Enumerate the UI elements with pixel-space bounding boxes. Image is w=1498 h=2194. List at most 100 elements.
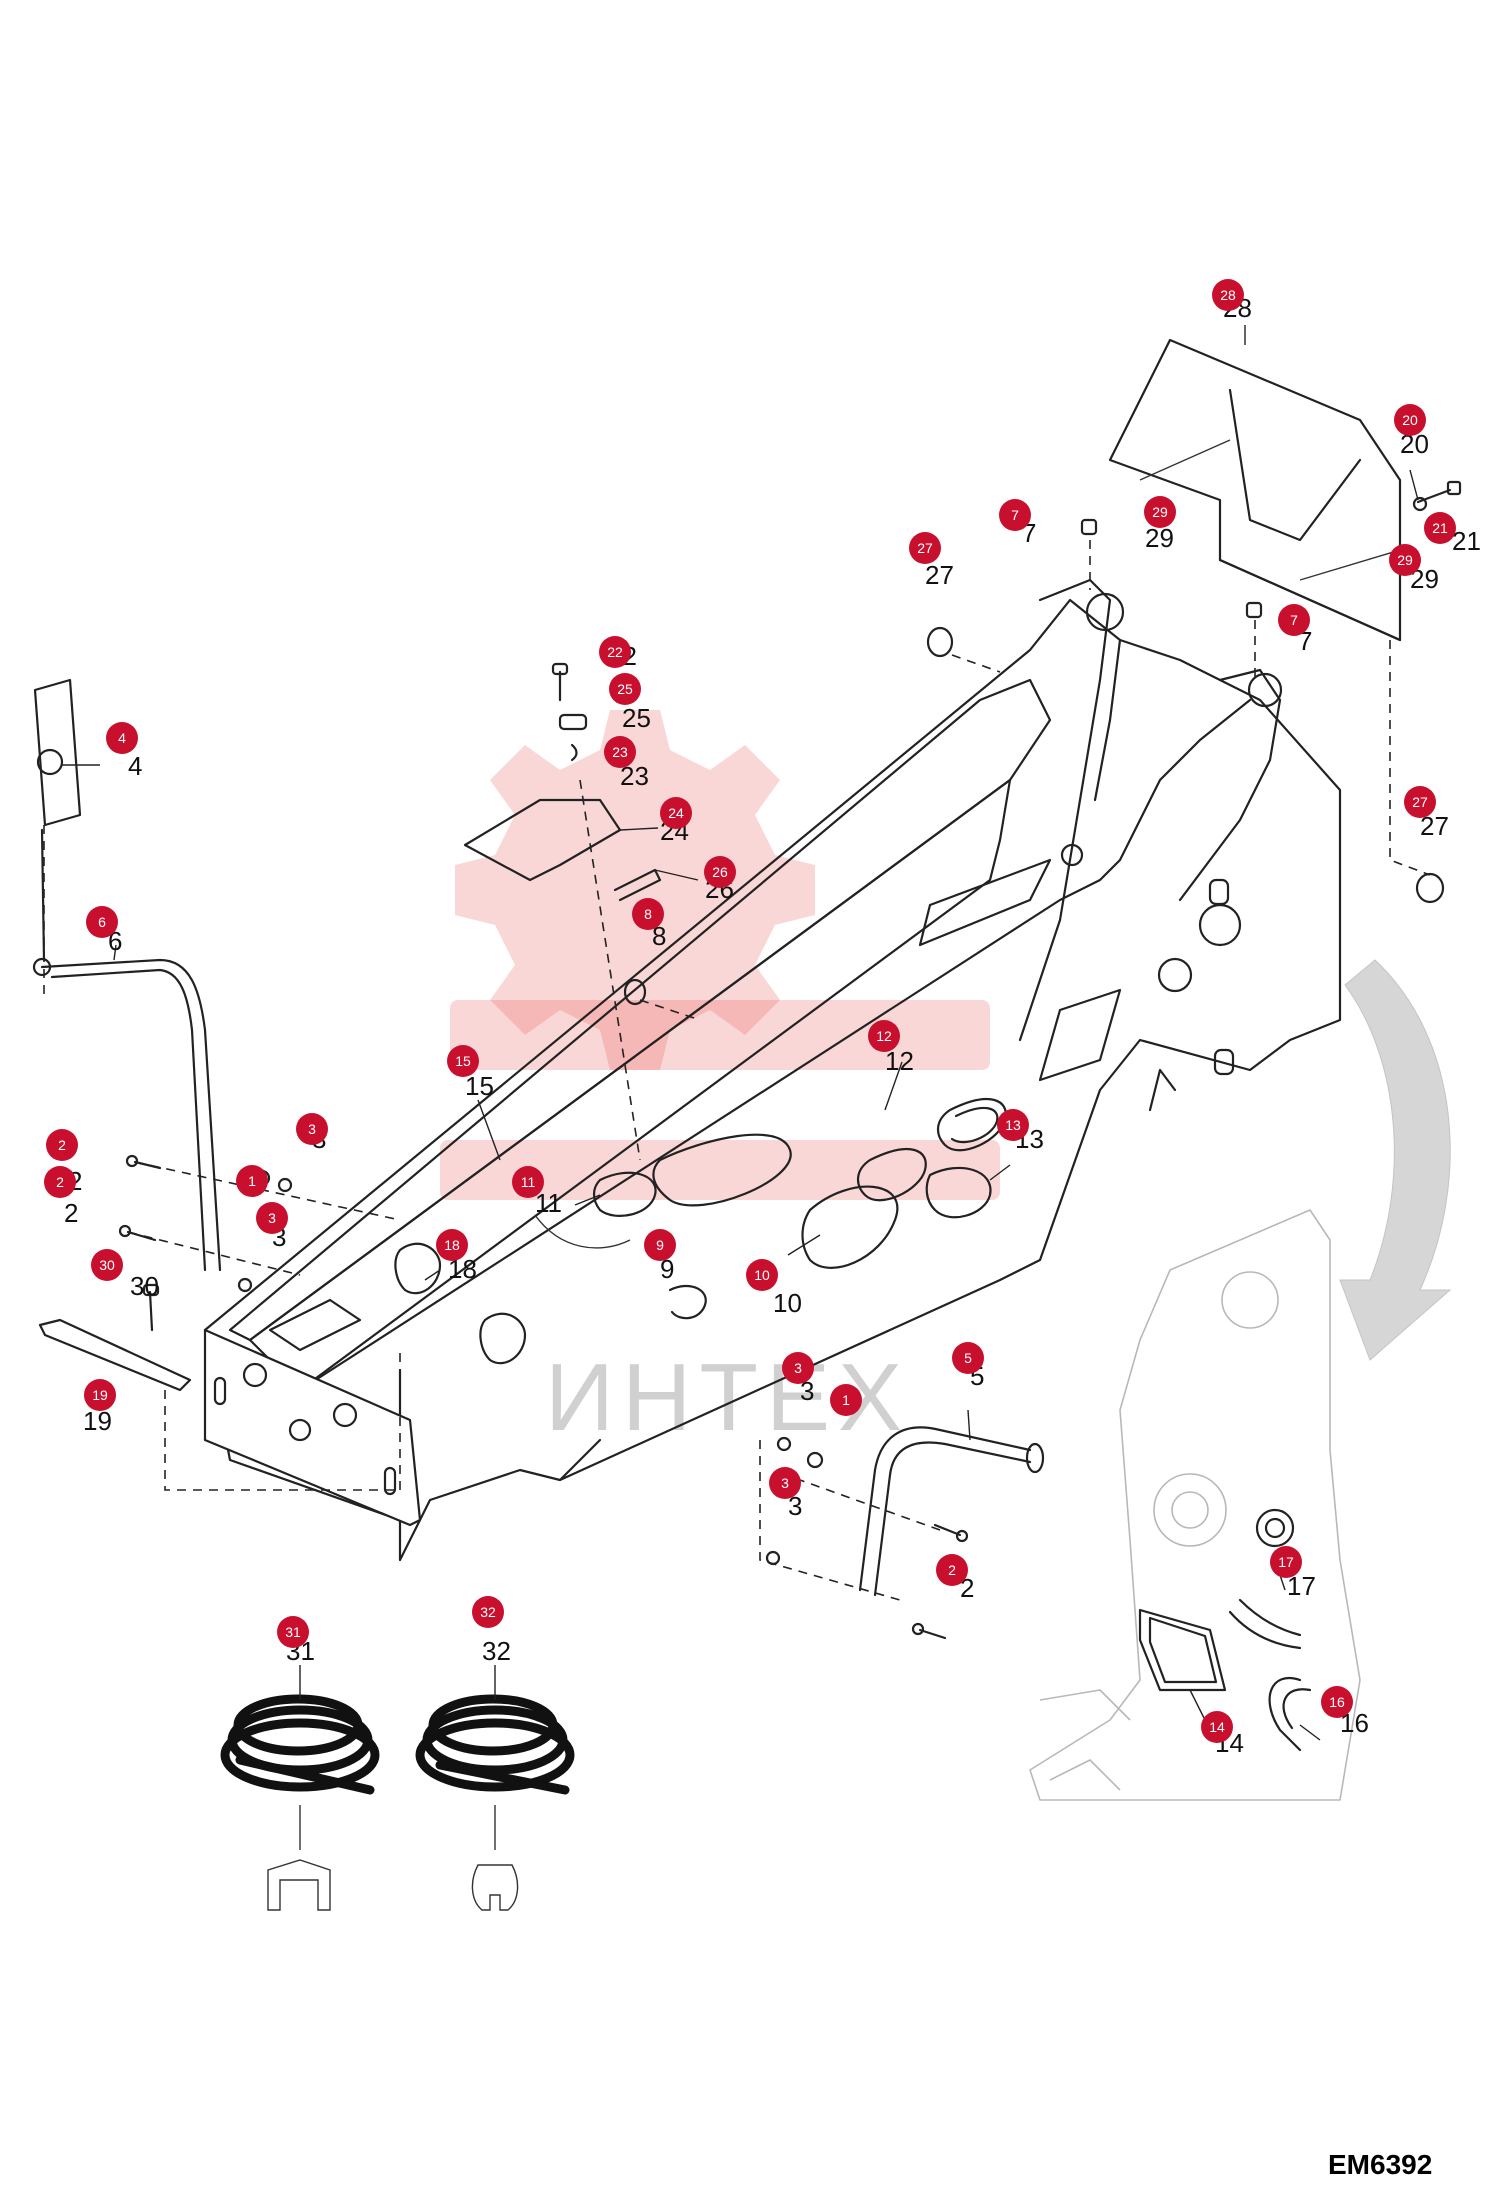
svg-text:27: 27 (1412, 794, 1428, 810)
svg-text:1: 1 (248, 1173, 256, 1189)
handle-5 (858, 1426, 1045, 1597)
bolt-30 (142, 1283, 160, 1332)
svg-text:30: 30 (99, 1257, 115, 1273)
callout-4: 44 (106, 722, 142, 781)
fasteners-right (765, 1436, 969, 1640)
svg-text:1: 1 (842, 1392, 850, 1408)
svg-text:3: 3 (794, 1360, 802, 1376)
svg-text:16: 16 (1329, 1694, 1345, 1710)
svg-text:23: 23 (612, 744, 628, 760)
clip-9 (668, 1284, 707, 1320)
svg-text:8: 8 (652, 921, 666, 951)
svg-text:3: 3 (308, 1121, 316, 1137)
svg-text:11: 11 (521, 1174, 536, 1190)
svg-text:13: 13 (1005, 1117, 1021, 1133)
svg-text:10: 10 (754, 1267, 770, 1283)
trim-roll-31 (220, 1694, 380, 1911)
callout-3c: 33 (782, 1352, 814, 1406)
seal-18 (394, 1242, 527, 1365)
nut-25 (558, 713, 588, 731)
callout-2c: 22 (936, 1554, 974, 1603)
svg-text:2: 2 (948, 1562, 956, 1578)
svg-text:32: 32 (482, 1636, 511, 1666)
bolt-22 (551, 662, 569, 702)
seal-14 (1138, 1608, 1227, 1692)
svg-text:20: 20 (1402, 412, 1418, 428)
svg-text:29: 29 (1145, 523, 1174, 553)
guard-28 (1108, 338, 1402, 642)
svg-text:30: 30 (130, 1271, 159, 1301)
front-plate (203, 1328, 422, 1527)
callout-3b: 33 (256, 1202, 288, 1252)
alignment-lines (43, 540, 1431, 1601)
svg-text:7: 7 (1290, 612, 1298, 628)
svg-text:4: 4 (128, 751, 142, 781)
svg-text:19: 19 (83, 1406, 112, 1436)
svg-text:25: 25 (622, 703, 651, 733)
svg-text:31: 31 (285, 1624, 301, 1640)
svg-text:5: 5 (964, 1350, 972, 1366)
svg-text:14: 14 (1209, 1719, 1225, 1735)
grommet-8 (623, 978, 647, 1006)
svg-text:29: 29 (1397, 552, 1413, 568)
callout-8: 88 (632, 898, 666, 951)
drawing-code: EM6392 (1328, 2149, 1432, 2180)
svg-text:6: 6 (98, 914, 106, 930)
step-19 (38, 1318, 192, 1392)
svg-text:10: 10 (773, 1288, 802, 1318)
detail-arrow (1339, 959, 1452, 1361)
screw-21 (1412, 480, 1462, 512)
svg-text:15: 15 (465, 1071, 494, 1101)
svg-text:27: 27 (925, 560, 954, 590)
svg-text:4: 4 (118, 730, 126, 746)
svg-text:9: 9 (656, 1237, 664, 1253)
callout-22: 2222 (599, 636, 637, 671)
svg-text:9: 9 (660, 1254, 674, 1284)
svg-text:29: 29 (1152, 504, 1168, 520)
seal-11 (534, 1171, 657, 1249)
svg-text:19: 19 (92, 1387, 108, 1403)
callout-30: 30 30 (91, 1249, 159, 1301)
seal-13 (925, 1166, 992, 1219)
svg-text:3: 3 (800, 1376, 814, 1406)
trim-roll-32 (415, 1694, 575, 1911)
callout-1a: 1 (236, 1165, 268, 1197)
hose-16 (1268, 1677, 1312, 1752)
fitting-17 (1228, 1508, 1302, 1650)
washer-23 (570, 743, 578, 762)
svg-text:21: 21 (1452, 526, 1481, 556)
svg-text:26: 26 (712, 864, 728, 880)
plug-27a (926, 626, 954, 658)
svg-text:15: 15 (455, 1053, 471, 1069)
detail-inset (1029, 1209, 1361, 1801)
callout-6: 66 (86, 906, 122, 956)
callout-7b: 77 (1278, 604, 1312, 656)
svg-text:3: 3 (268, 1210, 276, 1226)
svg-text:3: 3 (781, 1475, 789, 1491)
callout-2b: 22 (44, 1166, 78, 1228)
svg-text:18: 18 (444, 1237, 460, 1253)
svg-text:17: 17 (1278, 1554, 1294, 1570)
svg-text:28: 28 (1220, 287, 1236, 303)
svg-text:22: 22 (607, 644, 623, 660)
svg-text:3: 3 (788, 1491, 802, 1521)
callout-7a: 77 (999, 499, 1036, 548)
seal-12b (857, 1148, 927, 1202)
